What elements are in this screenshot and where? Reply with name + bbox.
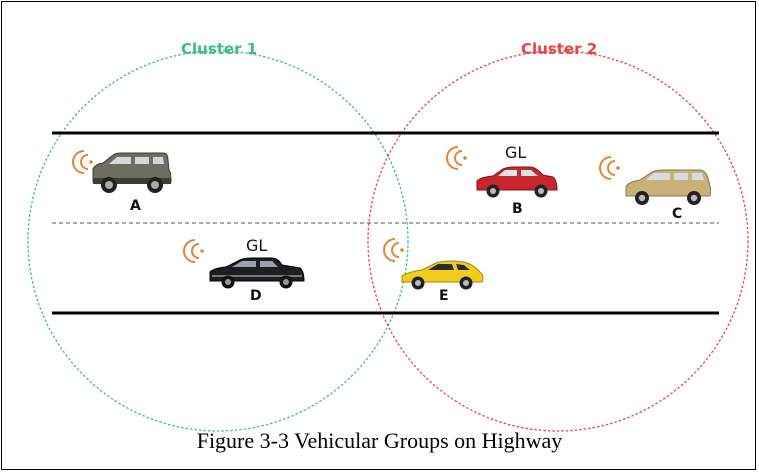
vehicle-a-label: A: [130, 198, 141, 214]
cluster-1-label: Cluster 1: [181, 40, 258, 58]
vehicle-e-label: E: [439, 288, 449, 304]
signal-icon: [446, 146, 467, 170]
car-a-icon: [92, 152, 172, 193]
car-e-icon: [401, 260, 484, 290]
vehicle-b-label: B: [512, 201, 523, 217]
vehicle-b-badge: GL: [505, 143, 527, 162]
car-d-icon: [209, 257, 305, 289]
vehicle-c-label: C: [672, 206, 683, 222]
signal-icon: [383, 238, 404, 262]
signal-icon: [72, 150, 93, 174]
figure-caption: Figure 3-3 Vehicular Groups on Highway: [196, 428, 563, 453]
signal-icon: [599, 156, 620, 180]
car-b-icon: [476, 166, 558, 198]
cluster-1-range: [27, 50, 409, 432]
vehicle-d-badge: GL: [246, 236, 268, 255]
cluster-2-range: [367, 50, 749, 432]
vehicle-d-label: D: [250, 288, 262, 304]
cluster-2-label: Cluster 2: [521, 40, 598, 58]
signal-icon: [183, 239, 204, 263]
car-c-icon: [625, 169, 711, 205]
